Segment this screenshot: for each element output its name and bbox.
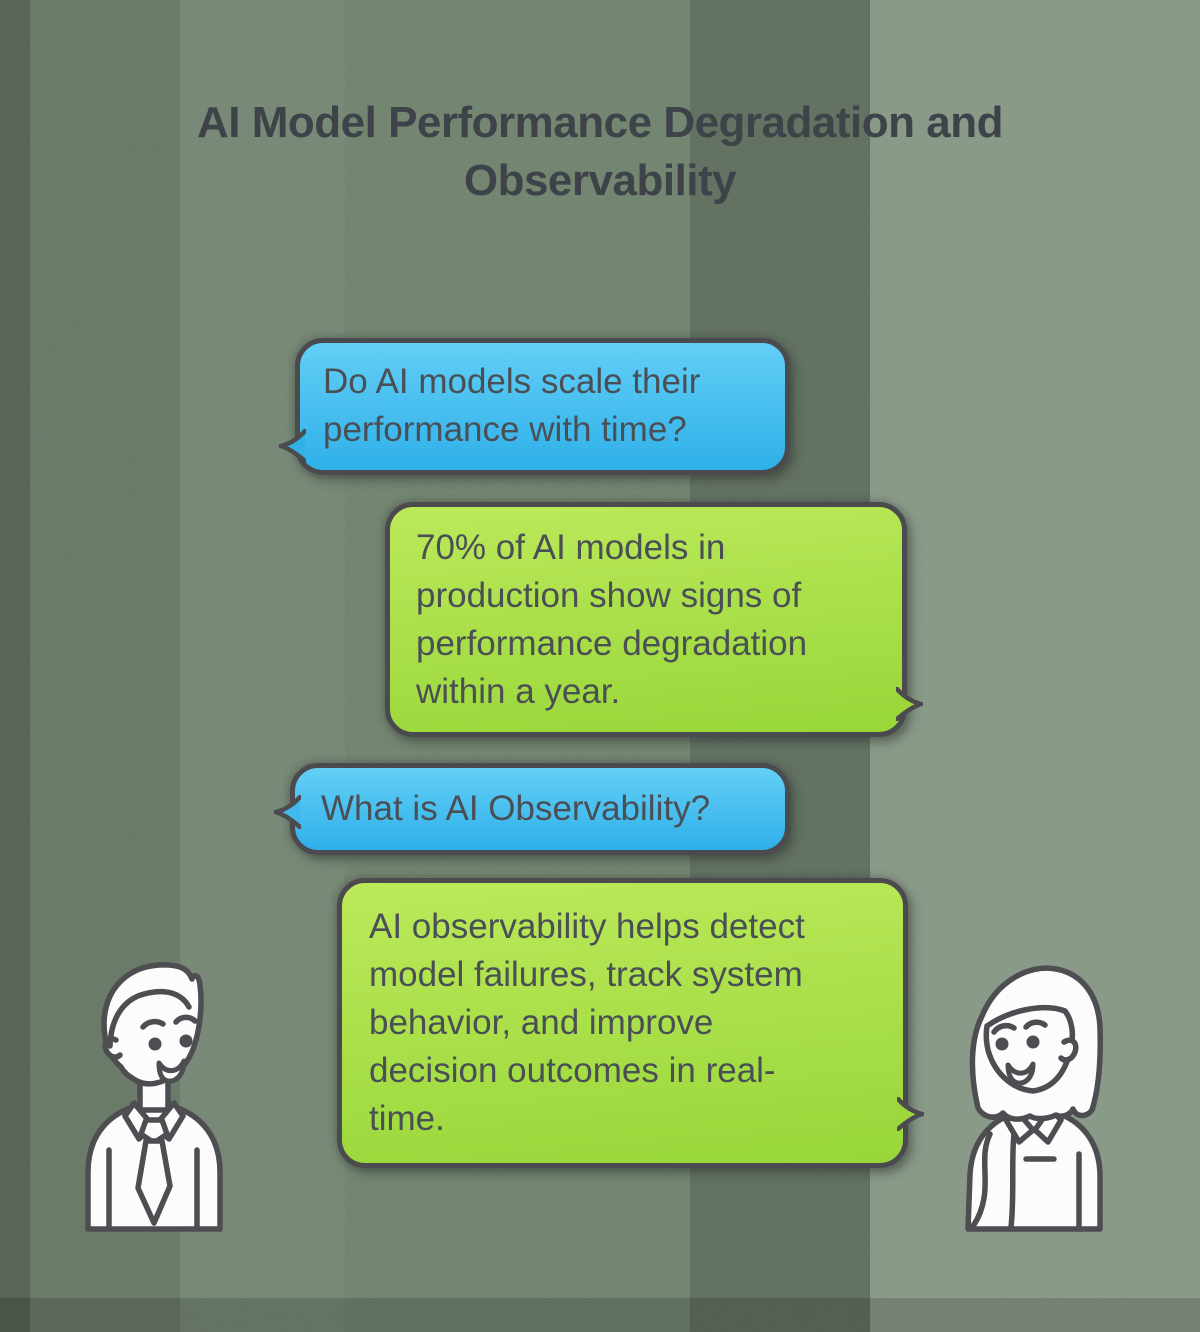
bubble-tail-right-icon xyxy=(896,687,923,721)
man-avatar xyxy=(85,962,223,1232)
chat-bubble-question-2: What is AI Observability? xyxy=(274,763,790,855)
man-eye xyxy=(148,1037,162,1051)
woman-avatar xyxy=(965,965,1103,1232)
woman-eye xyxy=(995,1037,1009,1051)
chat-bubble-answer-2: AI observability helps detect model fail… xyxy=(337,878,924,1168)
bubble-text: 70% of AI models in production show sign… xyxy=(416,528,808,711)
bubble-tail-left-icon xyxy=(279,429,306,463)
woman-ear xyxy=(1058,1037,1079,1063)
bubble-tail-left-icon xyxy=(274,795,301,829)
man-eye xyxy=(179,1034,193,1048)
bubble-text: AI observability helps detect model fail… xyxy=(369,907,805,1138)
bubble-tail-right-icon xyxy=(897,1097,924,1131)
chat-bubble-answer-1: 70% of AI models in production show sign… xyxy=(385,502,923,737)
bubble-text: What is AI Observability? xyxy=(321,789,711,828)
woman-eye xyxy=(1026,1035,1040,1049)
infographic-title: AI Model Performance Degradation and Obs… xyxy=(197,98,1003,205)
bubble-text: Do AI models scale their performance wit… xyxy=(323,362,701,449)
chat-bubble-question-1: Do AI models scale their performance wit… xyxy=(279,338,790,475)
